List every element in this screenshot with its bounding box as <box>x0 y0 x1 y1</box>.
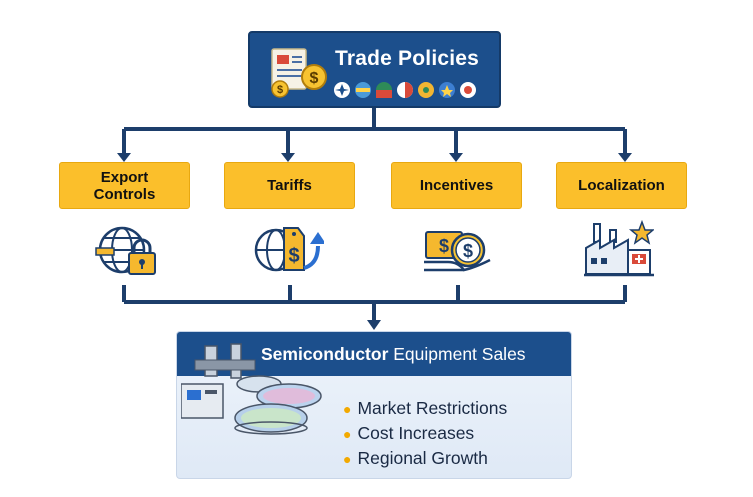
impact-item: ●Regional Growth <box>343 448 488 468</box>
globe-tag-arrow-icon: $ <box>254 227 324 272</box>
svg-text:$: $ <box>277 84 283 96</box>
money-coin-icon: $ $ <box>424 231 491 272</box>
svg-text:$: $ <box>310 70 319 87</box>
semiconductor-sales-title: Semiconductor Equipment Sales <box>261 344 526 364</box>
impact-list: ●Market Restrictions ●Cost Increases ●Re… <box>343 396 507 471</box>
policy-label: Tariffs <box>267 177 312 194</box>
globe-lock-icon <box>95 226 156 275</box>
flag-icons <box>334 82 476 98</box>
svg-text:$: $ <box>463 241 473 261</box>
trade-policies-title: Trade Policies <box>335 47 480 70</box>
document-dollar-icon: $ $ <box>271 48 327 98</box>
policy-label: Localization <box>578 177 665 194</box>
impact-item: ●Market Restrictions <box>343 398 508 418</box>
svg-text:$: $ <box>288 245 299 267</box>
svg-text:$: $ <box>439 236 449 256</box>
trade-policies-node: $ $ Trade Policies <box>248 31 501 108</box>
semiconductor-sales-node: Semiconductor Equipment Sales ●Market Re… <box>176 331 572 479</box>
policy-localization: Localization <box>556 162 687 209</box>
policy-label: Export Controls <box>93 168 156 203</box>
factory-star-icon <box>584 220 654 277</box>
policy-tariffs: Tariffs <box>224 162 355 209</box>
impact-item: ●Cost Increases <box>343 423 475 443</box>
policy-export-controls: Export Controls <box>59 162 190 209</box>
semiconductor-equipment-icon <box>181 343 322 435</box>
policy-incentives: Incentives <box>391 162 522 209</box>
policy-label: Incentives <box>419 177 494 194</box>
